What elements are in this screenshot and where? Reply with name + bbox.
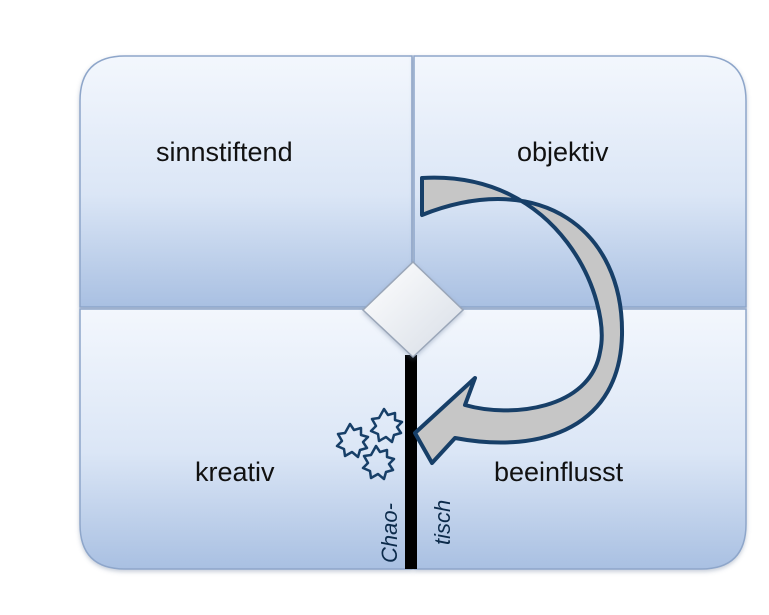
quadrant-top-left [79,55,413,308]
quadrant-label-top-left: sinnstiftend [156,137,293,167]
quadrant-bottom-right [413,308,747,570]
quadrant-bottom-left [79,308,413,570]
quadrant-top-right [413,55,747,308]
quadrant-label-bottom-right: beeinflusst [494,457,624,487]
splash-icon [361,444,396,481]
splash-icons [335,407,404,481]
divider-label-part2: tisch [430,499,455,545]
quadrant-label-bottom-left: kreativ [195,457,275,487]
curved-arrow-icon [413,175,625,465]
divider-label-part1: Chao- [377,503,402,563]
splash-icon [335,422,370,459]
splash-icon [369,407,404,444]
quadrant-label-top-right: objektiv [517,137,609,167]
divider-bar [405,355,417,569]
center-diamond [361,260,465,359]
